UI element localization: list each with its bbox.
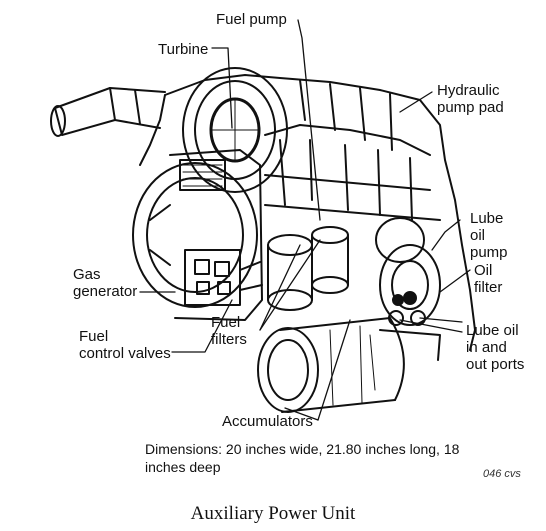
label-oil-filter: Oil filter xyxy=(474,262,502,296)
gas-generator xyxy=(132,149,263,321)
label-lube-oil-ports-line2: in and xyxy=(466,339,507,356)
label-hydraulic-pump-pad: Hydraulic pump pad xyxy=(437,82,504,116)
figure-caption: Auxiliary Power Unit xyxy=(190,503,356,524)
intake-manifold xyxy=(50,87,166,137)
reference-code: 046 cvs xyxy=(483,468,521,480)
label-hydraulic-pump-pad-line2: pump pad xyxy=(437,99,504,116)
label-accumulators: Accumulators xyxy=(222,413,313,430)
label-turbine: Turbine xyxy=(158,41,209,58)
label-fuel-filters: Fuel filters xyxy=(211,314,247,348)
label-gas-generator-line1: Gas xyxy=(73,266,101,283)
label-fuel-control-valves-line2: control valves xyxy=(79,345,171,362)
label-lube-oil-ports-line3: out ports xyxy=(466,356,525,373)
label-lube-oil-pump-line3: pump xyxy=(470,244,508,261)
oil-filter xyxy=(375,217,441,326)
turbine xyxy=(182,67,288,193)
label-fuel-control-valves-line1: Fuel xyxy=(79,328,109,345)
label-lube-oil-ports: Lube oil in and out ports xyxy=(466,322,524,373)
label-lube-oil-pump-line1: Lube xyxy=(470,210,504,227)
label-oil-filter-line2: filter xyxy=(474,279,503,296)
label-gas-generator-line2: generator xyxy=(73,283,138,300)
label-gas-generator: Gas generator xyxy=(73,266,137,300)
accumulators xyxy=(257,317,405,413)
engine-casing xyxy=(139,74,476,351)
fuel-control-valves xyxy=(184,249,263,306)
label-lube-oil-pump-line2: oil xyxy=(470,227,486,244)
dimensions-note: Dimensions: 20 inches wide, 21.80 inches… xyxy=(145,441,460,475)
label-fuel-filters-line1: Fuel xyxy=(211,314,241,331)
label-hydraulic-pump-pad-line1: Hydraulic xyxy=(437,82,500,99)
label-lube-oil-ports-line1: Lube oil xyxy=(466,322,519,339)
label-fuel-pump: Fuel pump xyxy=(216,11,287,28)
label-fuel-control-valves: Fuel control valves xyxy=(79,328,171,362)
label-oil-filter-line1: Oil xyxy=(474,262,493,279)
label-lube-oil-pump: Lube oil pump xyxy=(470,210,508,261)
leader-lines xyxy=(139,19,471,421)
label-fuel-filters-line2: filters xyxy=(211,331,247,348)
fuel-filters xyxy=(267,226,349,311)
